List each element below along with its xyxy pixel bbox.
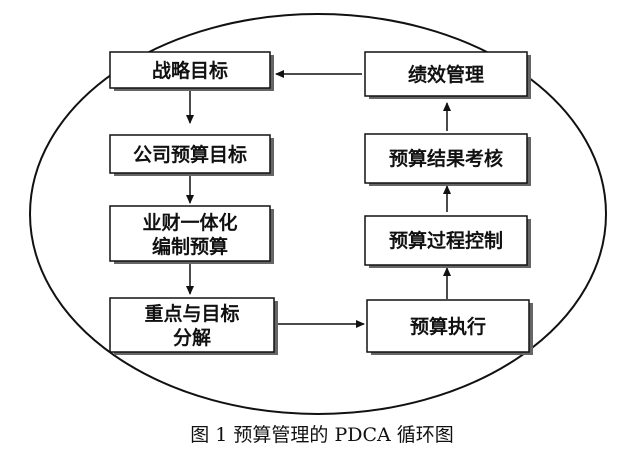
cycle-ellipse [29,13,607,415]
node-company-budget-goal: 公司预算目标 [109,134,274,176]
node-budget-result-assessment: 预算结果考核 [364,133,531,186]
node-company-budget-goal-label: 公司预算目标 [133,143,247,166]
node-integrated-budgeting-line1: 业财一体化 [142,211,237,234]
figure-caption: 图 1 预算管理的 PDCA 循环图 [190,424,454,446]
node-budget-execution-label: 预算执行 [410,315,486,338]
node-performance-management: 绩效管理 [364,51,531,99]
node-strategy-goal: 战略目标 [109,51,274,91]
node-integrated-budgeting: 业财一体化 编制预算 [109,205,274,264]
node-budget-process-control: 预算过程控制 [364,215,531,268]
node-key-goal-breakdown-line2: 分解 [173,326,211,349]
node-performance-management-label: 绩效管理 [408,63,484,86]
node-key-goal-breakdown: 重点与目标 分解 [109,297,278,355]
node-integrated-budgeting-line2: 编制预算 [152,235,228,258]
node-budget-result-assessment-label: 预算结果考核 [389,147,503,170]
node-key-goal-breakdown-line1: 重点与目标 [144,303,239,325]
node-budget-execution: 预算执行 [366,299,533,355]
node-strategy-goal-label: 战略目标 [152,59,228,82]
node-budget-process-control-label: 预算过程控制 [389,229,503,252]
